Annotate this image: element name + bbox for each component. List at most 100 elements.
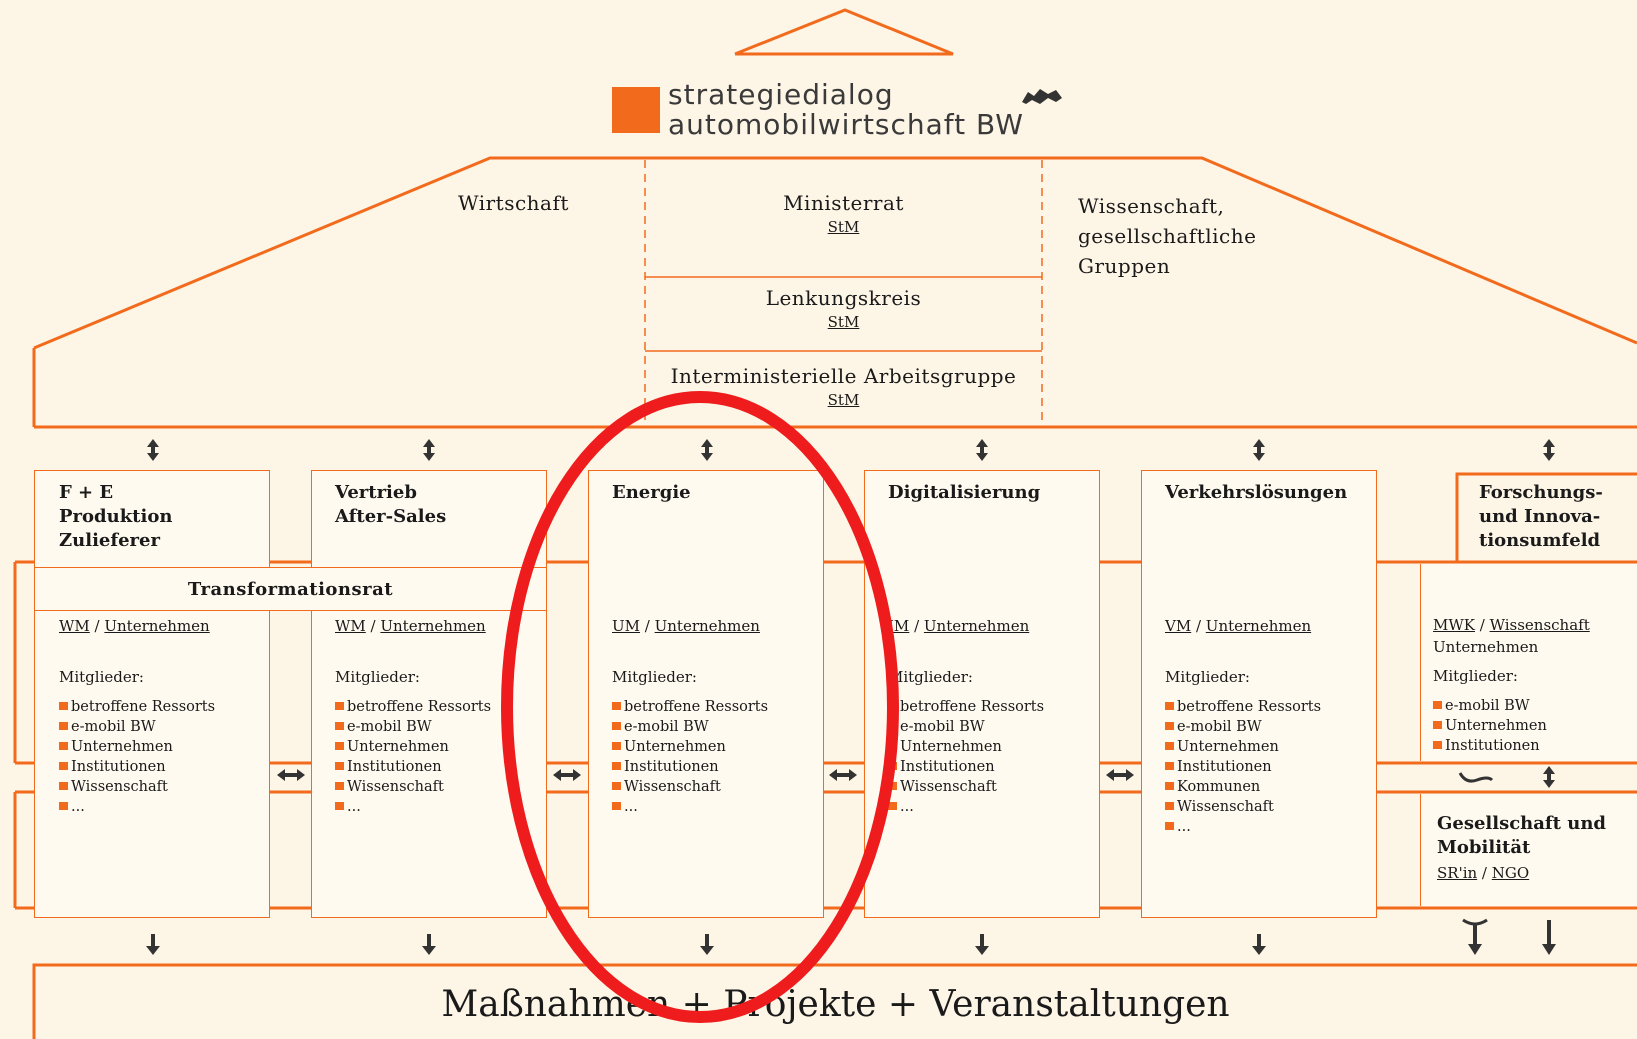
list-item: e-mobil BW bbox=[612, 717, 768, 737]
column-energie-org-b: Unternehmen bbox=[654, 617, 760, 635]
gesellschaft-org: SR'in / NGO bbox=[1437, 864, 1529, 882]
ministerrat-org: StM bbox=[827, 218, 860, 236]
column-fe: F + E Produktion Zulieferer WM / Unterne… bbox=[34, 470, 270, 918]
column-verkehrsloesungen-org: VM / Unternehmen bbox=[1165, 617, 1311, 635]
list-item: e-mobil BW bbox=[59, 717, 215, 737]
list-item: Wissenschaft bbox=[612, 777, 768, 797]
gesellschaft-title-line-2: Mobilität bbox=[1437, 837, 1531, 858]
column-energie: Energie UM / Unternehmen Mitglieder: bet… bbox=[588, 470, 824, 918]
forschung-box: MWK / Wissenschaft Unternehmen Mitgliede… bbox=[1420, 564, 1637, 761]
list-item: Institutionen bbox=[59, 757, 215, 777]
column-energie-org-sep: / bbox=[640, 617, 655, 635]
list-item: e-mobil BW bbox=[1165, 717, 1321, 737]
ministerrat-block: Ministerrat StM bbox=[645, 191, 1042, 236]
column-vertrieb-members: betroffene Ressorts e-mobil BW Unternehm… bbox=[335, 697, 491, 817]
gesellschaft-box: Gesellschaft und Mobilität SR'in / NGO bbox=[1420, 794, 1637, 906]
column-energie-members-label: Mitglieder: bbox=[612, 668, 697, 686]
list-item: Institutionen bbox=[612, 757, 768, 777]
column-fe-title-line-3: Zulieferer bbox=[59, 530, 160, 551]
list-item: betroffene Ressorts bbox=[59, 697, 215, 717]
column-verkehrsloesungen-org-a: VM bbox=[1165, 617, 1192, 635]
column-vertrieb-members-label: Mitglieder: bbox=[335, 668, 420, 686]
forschung-title: Forschungs- und Innova- tionsumfeld bbox=[1479, 481, 1603, 553]
lion-emblem-icon bbox=[1022, 89, 1062, 104]
list-item: Institutionen bbox=[1165, 757, 1321, 777]
list-item: betroffene Ressorts bbox=[1165, 697, 1321, 717]
column-energie-org: UM / Unternehmen bbox=[612, 617, 760, 635]
list-item: ... bbox=[59, 797, 215, 817]
column-digitalisierung-members-label: Mitglieder: bbox=[888, 668, 973, 686]
forschung-org-b: Wissenschaft bbox=[1489, 616, 1590, 634]
column-fe-org-a: WM bbox=[59, 617, 90, 635]
column-energie-members: betroffene Ressorts e-mobil BW Unternehm… bbox=[612, 697, 768, 817]
column-vertrieb-org-b: Unternehmen bbox=[380, 617, 486, 635]
column-verkehrsloesungen-title: Verkehrslösungen bbox=[1165, 482, 1348, 503]
roof-left-title: Wirtschaft bbox=[458, 191, 569, 215]
column-digitalisierung-org-sep: / bbox=[909, 617, 924, 635]
forschung-title-line-2: und Innova- bbox=[1479, 506, 1601, 527]
column-digitalisierung-title: Digitalisierung bbox=[888, 482, 1041, 503]
column-vertrieb-title: Vertrieb After-Sales bbox=[335, 481, 446, 529]
column-verkehrsloesungen-members: betroffene Ressorts e-mobil BW Unternehm… bbox=[1165, 697, 1321, 837]
forschung-org: MWK / Wissenschaft bbox=[1433, 616, 1590, 634]
lenkungskreis-label: Lenkungskreis bbox=[765, 286, 922, 310]
iag-block: Interministerielle Arbeitsgruppe StM bbox=[645, 364, 1042, 409]
list-item: Unternehmen bbox=[612, 737, 768, 757]
column-fe-members-label: Mitglieder: bbox=[59, 668, 144, 686]
roof-peak bbox=[734, 8, 954, 56]
list-item: Unternehmen bbox=[59, 737, 215, 757]
gesellschaft-title-line-1: Gesellschaft und bbox=[1437, 813, 1607, 834]
column-verkehrsloesungen-org-b: Unternehmen bbox=[1205, 617, 1312, 635]
transformationsrat: Transformationsrat bbox=[34, 567, 547, 611]
forschung-gesellschaft-connectors bbox=[1458, 766, 1555, 788]
column-vertrieb-org-sep: / bbox=[365, 617, 381, 635]
roof-right-title: Wissenschaft, gesellschaftliche Gruppen bbox=[1078, 191, 1256, 281]
list-item: ... bbox=[612, 797, 768, 817]
forschung-org-sep: / bbox=[1474, 616, 1490, 634]
gesellschaft-title: Gesellschaft und Mobilität bbox=[1437, 812, 1606, 860]
column-digitalisierung-org-a: IM bbox=[888, 617, 910, 635]
column-fe-title-line-2: Produktion bbox=[59, 506, 173, 527]
list-item: ... bbox=[888, 797, 1044, 817]
list-item: Wissenschaft bbox=[1165, 797, 1321, 817]
forschung-org-line2: Unternehmen bbox=[1433, 638, 1539, 656]
list-item: Institutionen bbox=[1433, 736, 1547, 756]
column-verkehrsloesungen: Verkehrslösungen VM / Unternehmen Mitgli… bbox=[1141, 470, 1377, 918]
list-item: Unternehmen bbox=[1433, 716, 1547, 736]
column-vertrieb-org-a: WM bbox=[335, 617, 366, 635]
column-vertrieb-org: WM / Unternehmen bbox=[335, 617, 486, 635]
forschung-title-line-3: tionsumfeld bbox=[1479, 530, 1601, 551]
forschung-title-line-1: Forschungs- bbox=[1479, 482, 1603, 503]
list-item: betroffene Ressorts bbox=[612, 697, 768, 717]
ministerrat-label: Ministerrat bbox=[783, 191, 904, 215]
list-item: ... bbox=[335, 797, 491, 817]
lenkungskreis-org: StM bbox=[827, 313, 860, 331]
column-double-arrows bbox=[277, 769, 1134, 781]
list-item: Institutionen bbox=[335, 757, 491, 777]
list-item: Unternehmen bbox=[335, 737, 491, 757]
list-item: betroffene Ressorts bbox=[335, 697, 491, 717]
roof-outline bbox=[33, 156, 1637, 350]
bottom-banner: Maßnahmen + Projekte + Veranstaltungen bbox=[441, 984, 1230, 1025]
column-vertrieb-title-line-2: After-Sales bbox=[335, 506, 447, 527]
list-item: ... bbox=[1165, 817, 1321, 837]
gesellschaft-org-sep: / bbox=[1477, 864, 1492, 882]
forschung-members: e-mobil BW Unternehmen Institutionen bbox=[1433, 696, 1547, 756]
column-digitalisierung: Digitalisierung IM / Unternehmen Mitglie… bbox=[864, 470, 1100, 918]
forschung-org-a: MWK bbox=[1433, 616, 1475, 634]
column-verkehrsloesungen-members-label: Mitglieder: bbox=[1165, 668, 1250, 686]
column-fe-org: WM / Unternehmen bbox=[59, 617, 210, 635]
column-digitalisierung-org-b: Unternehmen bbox=[923, 617, 1030, 635]
logo-square bbox=[612, 87, 660, 133]
iag-label: Interministerielle Arbeitsgruppe bbox=[670, 364, 1017, 388]
column-energie-title: Energie bbox=[612, 482, 691, 503]
roof-right-line-2: gesellschaftliche bbox=[1078, 224, 1257, 248]
roof-double-arrows bbox=[147, 439, 1555, 461]
gesellschaft-org-a: SR'in bbox=[1437, 864, 1478, 882]
column-fe-org-sep: / bbox=[89, 617, 105, 635]
column-verkehrsloesungen-org-sep: / bbox=[1191, 617, 1206, 635]
logo-line2: automobilwirtschaft BW bbox=[668, 108, 1024, 141]
list-item: Kommunen bbox=[1165, 777, 1321, 797]
